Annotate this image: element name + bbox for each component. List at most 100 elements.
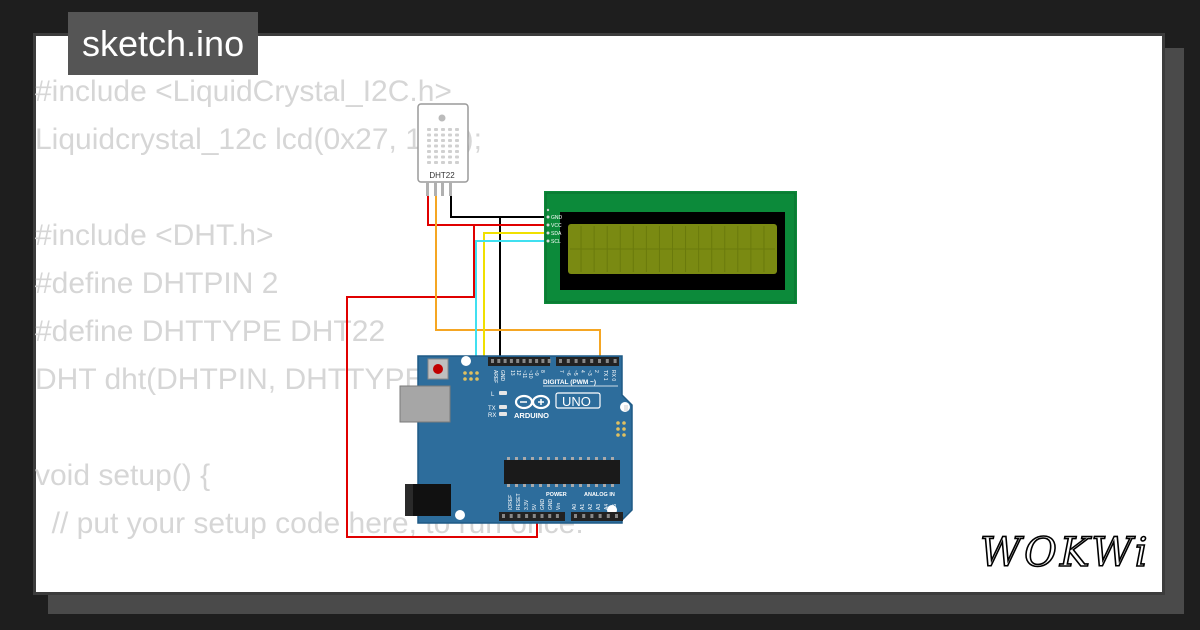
top-pin-label: 13 (509, 370, 515, 376)
chip-leg (595, 457, 598, 460)
top-pin-label: 12 (515, 370, 521, 376)
header-pin[interactable] (598, 514, 602, 518)
top-pin-label: ~9 (533, 370, 539, 376)
top-pin-label: ~3 (586, 370, 592, 376)
dht-vent (441, 161, 445, 164)
header-pin[interactable] (532, 514, 536, 518)
code-line: #include <LiquidCrystal_I2C.h> (35, 75, 452, 108)
header-pin[interactable] (528, 359, 532, 363)
header-pin[interactable] (509, 514, 513, 518)
dht-vent (441, 155, 445, 159)
wire-orange-dht-data[interactable] (435, 195, 601, 366)
top-pin-label: ~5 (572, 370, 578, 376)
bottom-pin-label: A1 (580, 504, 586, 510)
header-pin[interactable] (590, 514, 594, 518)
dht-vent (448, 144, 452, 148)
header-pin[interactable] (503, 359, 507, 363)
header-pin[interactable] (615, 514, 618, 518)
chip-leg (555, 484, 558, 487)
dht-vent (434, 128, 438, 131)
dht-vent (455, 139, 459, 142)
dht-vent (434, 161, 438, 164)
dht-vent (455, 150, 459, 153)
lcd-pin-sda: SDA (551, 231, 562, 237)
bottom-pin-label: IOREF (508, 495, 514, 510)
header-pin[interactable] (613, 359, 617, 363)
power-label: POWER (546, 492, 567, 498)
header-pin[interactable] (574, 514, 577, 518)
header-pin[interactable] (566, 359, 570, 363)
arduino-infinity-icon (514, 394, 551, 410)
bottom-pin-label: A5 (612, 504, 618, 510)
header-pin[interactable] (502, 514, 505, 518)
lcd-pin-labels: GND VCC SDA SCL (551, 215, 563, 245)
led-rx-label: RX (488, 413, 496, 419)
icsp-pin (475, 377, 479, 381)
file-title: sketch.ino (68, 12, 259, 75)
header-pin[interactable] (517, 514, 521, 518)
dht-vent (448, 150, 452, 153)
header-pin[interactable] (540, 514, 544, 518)
header-pin[interactable] (555, 514, 559, 518)
header-pin[interactable] (497, 359, 501, 363)
icsp-pin (475, 371, 479, 375)
wire-black-dht-gnd[interactable] (450, 195, 548, 218)
wire-yellow-sda[interactable] (483, 232, 548, 366)
top-pin-label: GND (499, 370, 505, 382)
wokwi-logo-text: WOKWi (980, 530, 1150, 574)
icsp-pin (616, 421, 620, 425)
wire-red-lcd-vcc[interactable] (346, 224, 548, 538)
dht-vent (427, 155, 431, 159)
top-pin-label: AREF (492, 370, 498, 383)
chip-leg (547, 457, 550, 460)
header-pin[interactable] (547, 359, 551, 363)
header-pin[interactable] (491, 359, 494, 363)
lcd-pin-vcc: VCC (551, 223, 562, 229)
top-pin-label: 8 (539, 370, 545, 373)
header-pin[interactable] (605, 359, 609, 363)
lcd-pin-gnd: GND (551, 215, 563, 221)
chip-leg (539, 457, 542, 460)
icsp-pin (463, 371, 467, 375)
lcd-1602[interactable]: GND VCC SDA SCL (544, 191, 797, 304)
bottom-pin-label: GND (540, 499, 546, 511)
dht-vent (441, 128, 445, 131)
icsp-pin (616, 427, 620, 431)
chip-leg (515, 484, 518, 487)
bottom-pin-label: RESET (516, 493, 522, 510)
dht-vent (427, 150, 431, 153)
header-pin[interactable] (541, 359, 545, 363)
header-pin[interactable] (582, 359, 586, 363)
header-pin[interactable] (548, 514, 552, 518)
header-pin[interactable] (535, 359, 539, 363)
wire-red-dht-vcc[interactable] (427, 195, 548, 226)
dht-vent (448, 161, 452, 164)
bottom-pin-label: 3.3V (524, 499, 530, 510)
chip-leg (563, 457, 566, 460)
dht-vent (441, 144, 445, 148)
chip-leg (587, 484, 590, 487)
chip-leg (515, 457, 518, 460)
wire-cyan-scl[interactable] (475, 240, 548, 366)
dht-vent (427, 161, 431, 164)
top-pin-label: 4 (579, 370, 585, 373)
header-pin[interactable] (525, 514, 529, 518)
bottom-pin-label: A0 (572, 504, 578, 510)
icsp-pin (622, 433, 626, 437)
header-pin[interactable] (574, 359, 578, 363)
header-pin[interactable] (590, 359, 594, 363)
dht22-sensor[interactable]: DHT22 (417, 103, 469, 196)
header-pin[interactable] (522, 359, 526, 363)
header-pin[interactable] (582, 514, 586, 518)
wire-black-lcd-gnd[interactable] (499, 216, 548, 366)
dht-vent (448, 128, 452, 131)
header-pin[interactable] (509, 359, 513, 363)
header-pin[interactable] (516, 359, 520, 363)
header-pin[interactable] (559, 359, 562, 363)
led-l-label: L (491, 392, 495, 398)
header-pin[interactable] (606, 514, 610, 518)
icsp-pin (469, 371, 473, 375)
header-pin[interactable] (598, 359, 601, 363)
